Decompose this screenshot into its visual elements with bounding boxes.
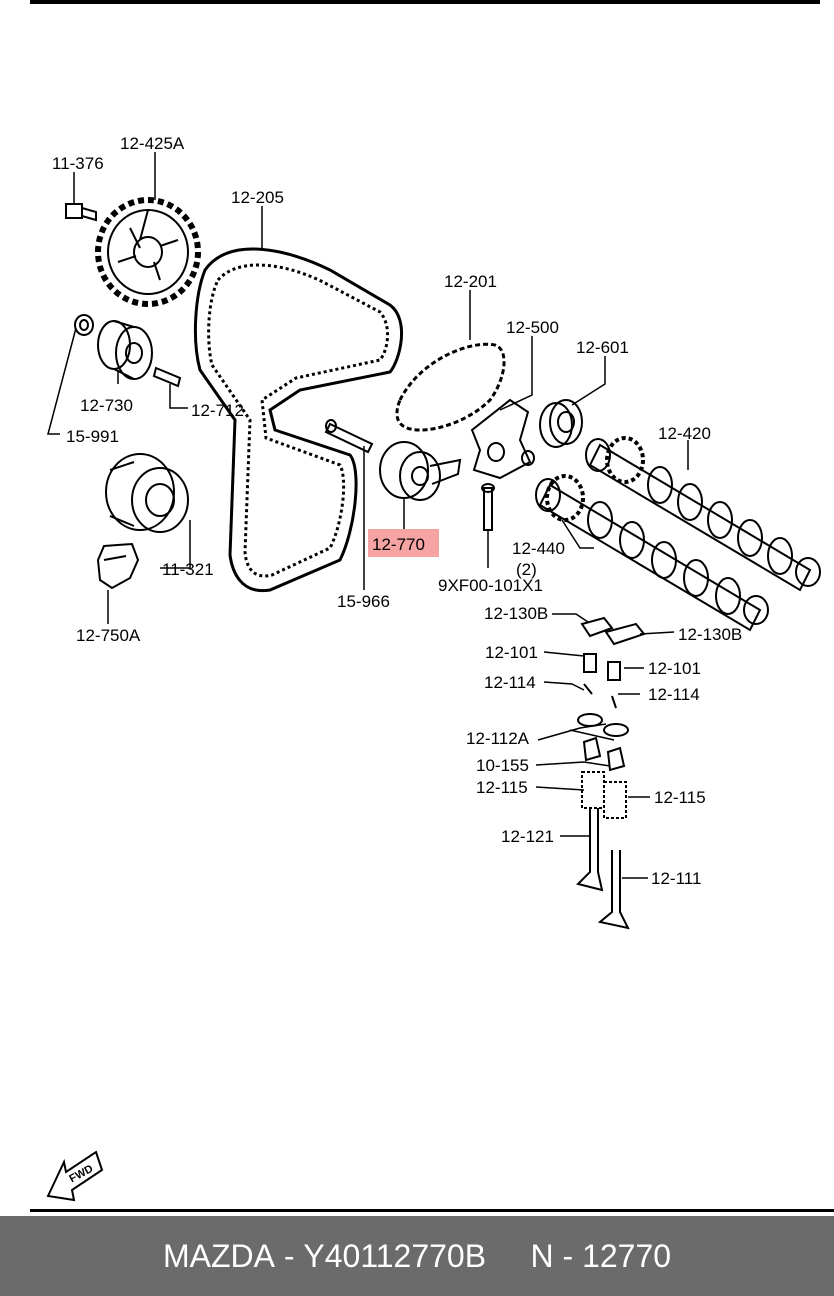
- tensioner-pulley-12-770: [379, 441, 462, 501]
- label-quantity-2: (2): [516, 560, 537, 579]
- rocker-arms: [580, 616, 646, 646]
- label-12-121: 12-121: [501, 827, 554, 846]
- label-12-114-right: 12-114: [648, 685, 700, 704]
- leader-lines: [47, 152, 689, 879]
- footer-brand: MAZDA: [162, 1237, 275, 1274]
- label-11-376: 11-376: [52, 154, 104, 173]
- top-border-line: [30, 0, 820, 4]
- label-15-966: 15-966: [337, 592, 390, 611]
- label-12-111: 12-111: [651, 869, 702, 888]
- lash-adjusters: [583, 653, 621, 681]
- label-12-101-left: 12-101: [485, 643, 538, 662]
- bracket-12-750A: [96, 542, 140, 590]
- crankshaft-pulley: [105, 453, 189, 533]
- timing-belt: [193, 247, 404, 593]
- bolt-11-376: [65, 203, 97, 222]
- camshaft-12-440: [535, 474, 769, 632]
- label-12-201: 12-201: [444, 272, 497, 291]
- label-12-500: 12-500: [506, 318, 559, 337]
- label-12-750A: 12-750A: [76, 626, 141, 645]
- idler-pulley-12-730: [97, 320, 153, 380]
- footer-part-number: Y40112770B: [303, 1237, 487, 1274]
- stud-12-712: [152, 366, 182, 388]
- footer-callout: N - 12770: [530, 1237, 672, 1274]
- timing-chain: [395, 342, 506, 432]
- valves: [576, 808, 630, 930]
- label-10-155: 10-155: [476, 756, 529, 775]
- label-12-114-left: 12-114: [484, 673, 536, 692]
- label-12-730: 12-730: [80, 396, 133, 415]
- valve-keepers: [583, 683, 617, 709]
- bottom-border-line: [30, 1209, 834, 1212]
- fwd-arrow-text: FWD: [67, 1163, 95, 1185]
- label-12-205: 12-205: [231, 188, 284, 207]
- label-12-130B-left: 12-130B: [484, 604, 549, 623]
- camshaft-sprocket: [95, 197, 201, 307]
- footer-sep-1: -: [274, 1237, 304, 1274]
- label-12-101-right: 12-101: [648, 659, 701, 678]
- label-12-115-left: 12-115: [476, 778, 528, 797]
- label-12-130B-right: 12-130B: [678, 625, 743, 644]
- footer-gap: [486, 1238, 530, 1275]
- tensioner-12-500: [470, 398, 535, 480]
- label-12-440: 12-440: [512, 539, 565, 558]
- label-12-115-right: 12-115: [654, 788, 706, 807]
- valve-stem-seals: [582, 736, 626, 772]
- highlight-box-12-770: [368, 529, 439, 557]
- label-12-425A: 12-425A: [120, 134, 185, 153]
- footer-bar: MAZDA - Y40112770B N - 12770: [0, 1216, 834, 1296]
- label-15-991: 15-991: [66, 427, 119, 446]
- label-12-601: 12-601: [576, 338, 629, 357]
- label-12-712: 12-712: [191, 401, 244, 420]
- washer-15-991: [74, 314, 94, 336]
- bolt-9XF00: [481, 483, 495, 531]
- label-9XF00-101X1: 9XF00-101X1: [438, 576, 543, 595]
- oil-seal-12-601: [539, 399, 583, 448]
- label-12-112A: 12-112A: [466, 729, 530, 748]
- fwd-arrow-icon: [46, 1150, 104, 1202]
- label-11-321: 11-321: [162, 560, 214, 579]
- label-12-420: 12-420: [658, 424, 711, 443]
- valve-springs: [581, 771, 627, 819]
- label-12-770: 12-770: [372, 535, 425, 554]
- bolt-15-966: [324, 419, 374, 454]
- camshaft-12-420: [585, 436, 821, 592]
